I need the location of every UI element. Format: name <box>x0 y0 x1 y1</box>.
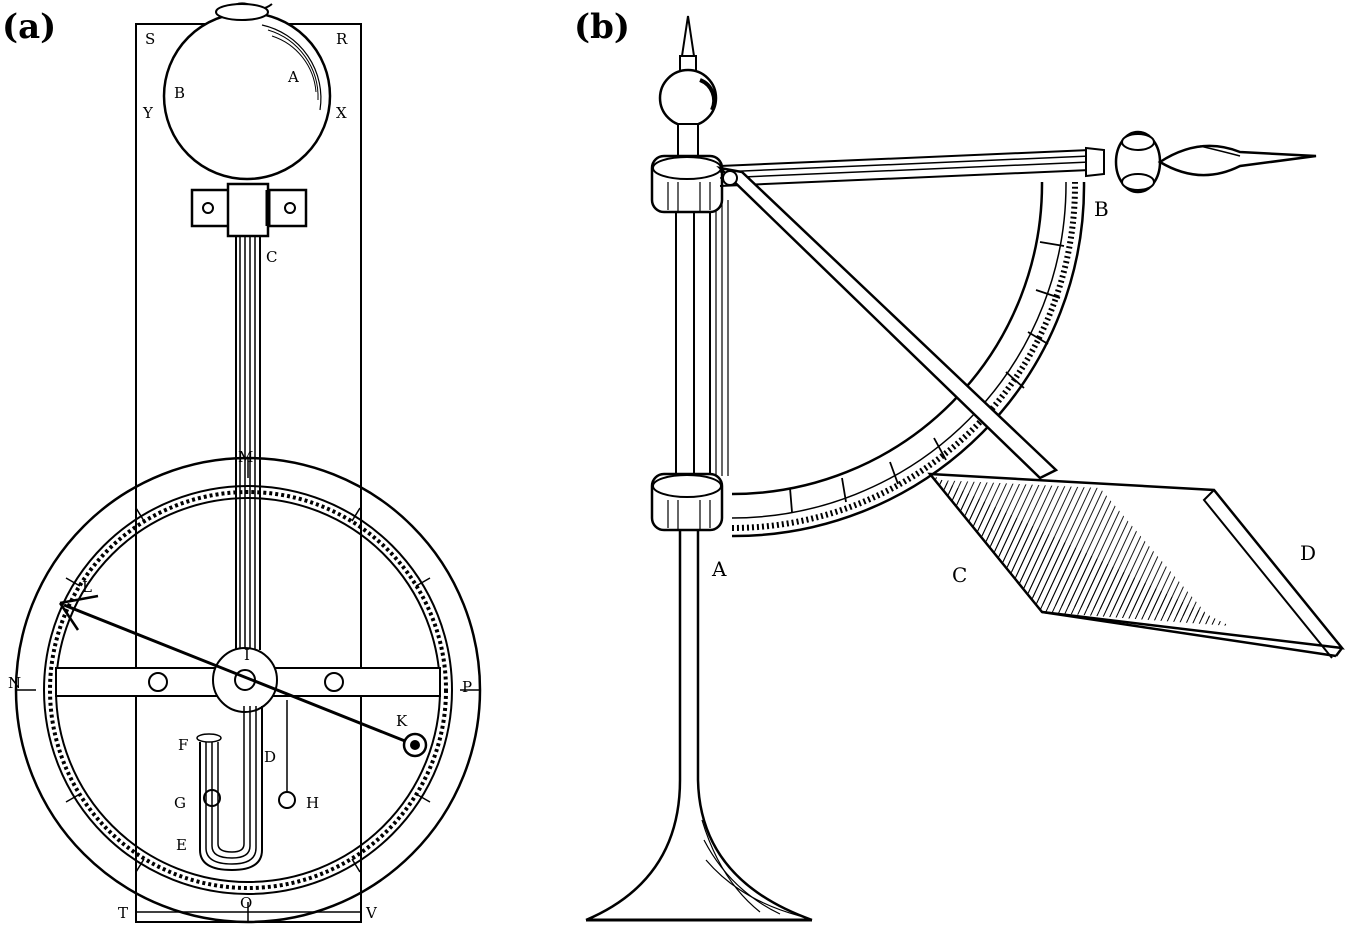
label-h: H <box>306 794 319 812</box>
bulb-clamp <box>190 182 308 238</box>
label-f: F <box>178 736 188 754</box>
pointer <box>58 594 428 758</box>
panel-b-label: (b) <box>574 7 630 47</box>
panel-a: (a) <box>2 2 482 924</box>
label-d: D <box>264 748 276 766</box>
label-a-pole: A <box>711 557 727 581</box>
strut <box>716 166 1059 480</box>
label-d-plate: D <box>1300 541 1316 565</box>
label-b-quadrant: B <box>1094 197 1109 221</box>
label-x: X <box>336 104 347 122</box>
label-l: L <box>82 578 92 596</box>
label-i: I <box>244 646 250 664</box>
u-tube <box>196 706 263 872</box>
quadrant <box>731 181 1086 538</box>
label-o: O <box>240 894 252 912</box>
plate <box>927 472 1345 659</box>
label-c: C <box>266 248 277 266</box>
arm <box>719 149 1091 187</box>
label-e: E <box>176 836 187 854</box>
label-s: S <box>145 30 155 48</box>
label-b: B <box>174 84 185 102</box>
label-p: P <box>462 678 472 696</box>
label-n: N <box>8 674 21 692</box>
stand <box>585 186 813 922</box>
label-t: T <box>118 904 128 922</box>
vane-tail <box>1085 130 1317 194</box>
label-c-plate: C <box>952 563 967 587</box>
thermometer-tube <box>235 236 261 650</box>
label-a: A <box>287 68 299 86</box>
label-y: Y <box>142 104 154 122</box>
pulley <box>212 647 278 713</box>
lower-collar <box>650 472 724 532</box>
label-k: K <box>396 712 408 730</box>
label-g: G <box>174 794 186 812</box>
label-m: M <box>238 448 253 466</box>
label-r: R <box>336 30 348 48</box>
thermometer-bulb <box>162 2 332 181</box>
panel-b: (b) <box>574 7 1345 922</box>
panel-a-label: (a) <box>2 7 56 47</box>
upper-collar <box>650 154 724 214</box>
finial <box>658 15 718 165</box>
label-v: V <box>365 904 378 922</box>
